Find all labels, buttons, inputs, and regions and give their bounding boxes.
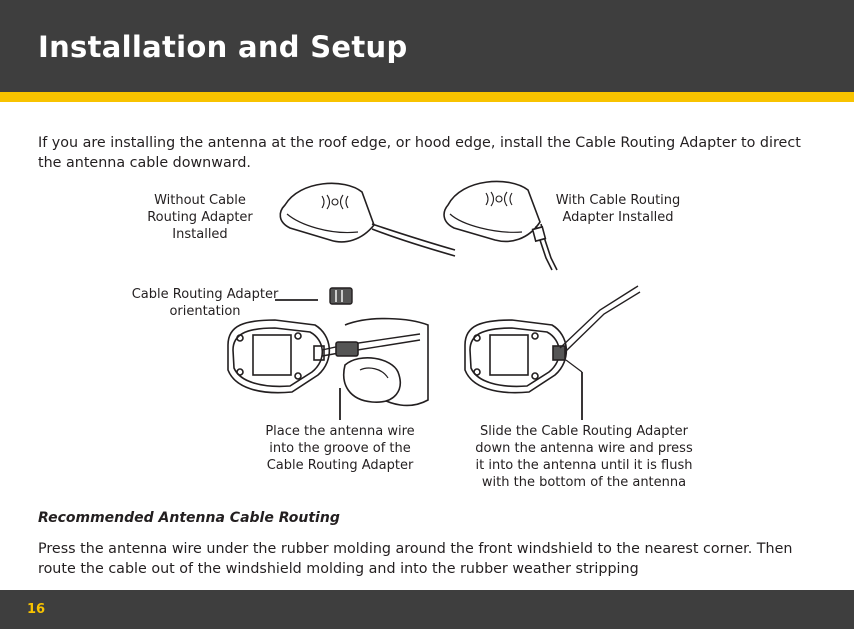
label-without-adapter: Without Cable Routing Adapter Installed [147, 193, 253, 242]
label-with-adapter: With Cable Routing Adapter Installed [555, 193, 681, 225]
page-title: Installation and Setup [38, 30, 408, 64]
header-accent-stripe [0, 92, 854, 102]
antenna-without-adapter-drawing [279, 182, 456, 257]
page-footer: 16 [0, 590, 854, 629]
label-adapter-orientation: Cable Routing Adapter orientation [131, 287, 279, 319]
antenna-with-adapter-drawing [443, 180, 558, 271]
page-number: 16 [27, 602, 46, 617]
page-header: Installation and Setup [0, 0, 854, 92]
signal-logo-icon [485, 191, 513, 207]
adapter-orientation-drawing [275, 287, 353, 305]
section-title: Recommended Antenna Cable Routing [38, 510, 340, 526]
antenna-bottom-installed-drawing [464, 285, 641, 420]
label-slide-adapter: Slide the Cable Routing Adapter down the… [475, 424, 693, 490]
signal-logo-icon [321, 194, 349, 210]
section-body: Press the antenna wire under the rubber … [38, 541, 793, 577]
antenna-bottom-hand-drawing [227, 317, 429, 420]
label-place-wire: Place the antenna wire into the groove o… [265, 424, 415, 473]
intro-paragraph: If you are installing the antenna at the… [38, 135, 801, 171]
